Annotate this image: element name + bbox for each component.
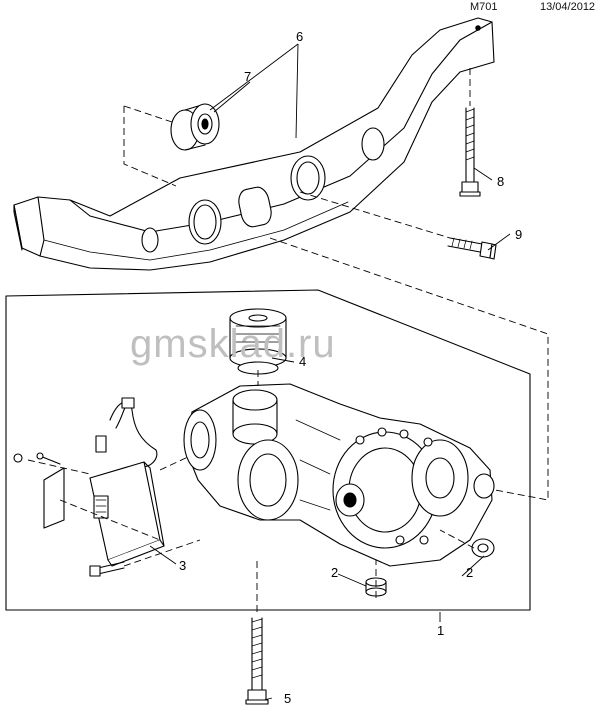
module-bolt xyxy=(89,561,125,577)
crossmember xyxy=(13,17,495,271)
watermark-text: gmsklad.ru xyxy=(130,322,336,366)
callout-6: 6 xyxy=(296,29,304,44)
callout-3: 3 xyxy=(179,558,187,573)
bolt-9 xyxy=(447,237,497,260)
control-module xyxy=(13,452,165,567)
wiring-harness xyxy=(95,397,158,468)
callout-7: 7 xyxy=(244,69,252,84)
differential-housing xyxy=(183,383,495,567)
bolt-8 xyxy=(459,107,481,197)
bolt-5 xyxy=(245,617,269,705)
assembly-frame xyxy=(5,289,531,611)
diagram-date: 13/04/2012 xyxy=(540,1,596,13)
mount-bushing xyxy=(229,308,287,375)
bushing xyxy=(170,103,220,151)
callout-8: 8 xyxy=(497,174,505,189)
diagram-code: M701 xyxy=(470,1,498,13)
plug-right xyxy=(471,538,495,558)
callout-4: 4 xyxy=(299,354,307,369)
callout-2-right: 2 xyxy=(466,565,474,580)
callout-2-left: 2 xyxy=(331,565,339,580)
callout-9: 9 xyxy=(515,227,523,242)
callout-5: 5 xyxy=(284,691,292,706)
callout-1: 1 xyxy=(437,623,445,638)
